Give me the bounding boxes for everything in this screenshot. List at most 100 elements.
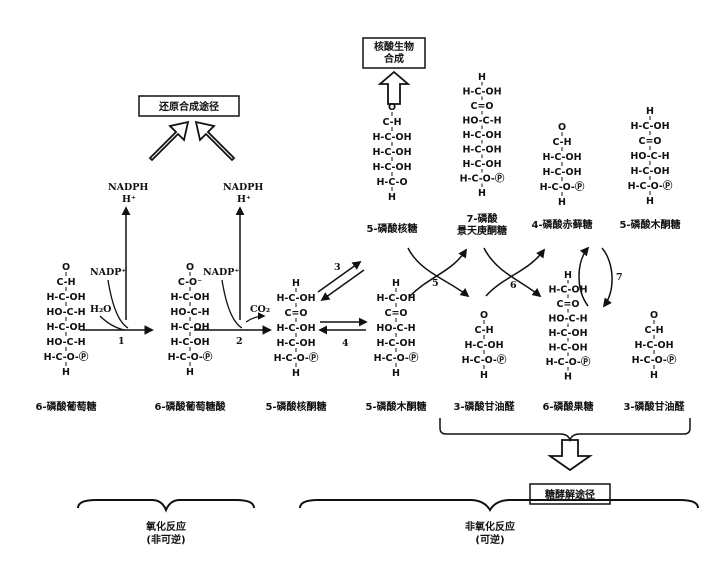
oxidative-phase-label: 氧化反应	[145, 520, 186, 533]
structure-row: C-H	[382, 117, 401, 128]
structure-row: H-C-OH	[462, 87, 501, 98]
structure-row: H-C-OH	[462, 145, 501, 156]
co2-arrow	[245, 312, 266, 323]
structure-row: H-C-OH	[372, 132, 411, 143]
h2o-arrow	[99, 315, 125, 331]
reaction-7-arrow-b	[578, 246, 590, 307]
structure-row: H-C-OH	[170, 337, 209, 348]
structure-row: H-C-O-Ⓟ	[168, 351, 213, 363]
step-4-label: 4	[342, 338, 349, 349]
h-left-label: H⁺	[122, 194, 136, 205]
reaction-7-arrow-a	[601, 247, 613, 308]
structure-row: H-C-O	[376, 177, 407, 188]
structure-row: H-C-OH	[548, 285, 587, 296]
compound-r5p-label: 5-磷酸核糖	[366, 222, 417, 235]
h2o-label: H₂O	[90, 304, 111, 315]
nadp-left-label: NADP⁺	[90, 267, 126, 278]
structure-row: HO-C-H	[46, 337, 85, 348]
structure-row: H-C-OH	[462, 130, 501, 141]
structure-r5p: OC-HH-C-OHH-C-OHH-C-OHH-C-OH	[372, 102, 411, 203]
structure-g3p-b: OC-HH-C-OHH-C-O-ⓅH	[632, 310, 677, 381]
structure-g3p-a: OC-HH-C-OHH-C-O-ⓅH	[462, 310, 507, 381]
structure-row: H	[62, 367, 70, 378]
hollow-arrow-left-icon	[148, 120, 190, 162]
structure-row: O	[480, 310, 488, 321]
structure-row: HO-C-H	[462, 116, 501, 127]
compound-e4p-label: 4-磷酸赤藓糖	[531, 218, 592, 231]
structure-row: HO-C-H	[46, 307, 85, 318]
structure-row: H-C-O-Ⓟ	[462, 354, 507, 366]
compound-g6p-label: 6-磷酸葡萄糖	[35, 400, 96, 413]
step-5-label: 5	[432, 278, 439, 289]
structure-row: H	[292, 278, 300, 289]
step-6-label: 6	[510, 280, 517, 291]
reaction-5-arrow-b	[409, 248, 467, 297]
compound-s7p-label-1: 7-磷酸	[466, 212, 498, 225]
structure-row: H	[480, 370, 488, 381]
structure-row: H	[478, 188, 486, 199]
structure-f6p: HH-C-OHC=OHO-C-HH-C-OHH-C-OHH-C-O-ⓅH	[546, 270, 591, 383]
step-3-label: 3	[334, 262, 341, 273]
hollow-arrow-up-icon	[377, 70, 411, 105]
step-2-label: 2	[236, 336, 243, 347]
structure-row: H-C-OH	[376, 293, 415, 304]
structure-row: O	[388, 102, 396, 113]
compound-pgluconate-label: 6-磷酸葡萄糖酸	[154, 400, 226, 413]
structure-row: H	[558, 197, 566, 208]
reaction-3-reverse-arrow	[320, 269, 365, 302]
structure-row: H	[650, 370, 658, 381]
nadph-right-label: NADPH	[223, 182, 263, 193]
compound-xu5p-label: 5-磷酸木酮糖	[365, 400, 426, 413]
structure-row: O	[186, 262, 194, 273]
structure-row: C-O⁻	[178, 277, 202, 288]
nucleic-synthesis-label-2: 合成	[383, 52, 404, 65]
structure-row: O	[650, 310, 658, 321]
structure-row: HO-C-H	[170, 307, 209, 318]
structure-row: H	[564, 270, 572, 281]
structure-row: H-C-OH	[376, 338, 415, 349]
structure-s7p: HH-C-OHC=OHO-C-HH-C-OHH-C-OHH-C-OHH-C-O-…	[460, 72, 505, 199]
structure-row: H-C-OH	[634, 340, 673, 351]
structure-row: HO-C-H	[630, 151, 669, 162]
structure-row: O	[558, 122, 566, 133]
structure-row: H-C-OH	[170, 322, 209, 333]
structure-row: H-C-OH	[276, 338, 315, 349]
structure-row: H-C-OH	[542, 167, 581, 178]
structure-row: H	[564, 372, 572, 383]
structure-row: C=O	[470, 101, 493, 112]
structure-row: H-C-O-Ⓟ	[632, 354, 677, 366]
nonoxidative-phase-label: 非氧化反应	[465, 520, 515, 533]
structure-row: C=O	[556, 299, 579, 310]
structure-row: H-C-OH	[630, 121, 669, 132]
reaction-6-arrow-b	[485, 248, 546, 297]
compound-g3p-a-label: 3-磷酸甘油醛	[453, 400, 515, 413]
structure-row: H-C-OH	[46, 292, 85, 303]
nonoxidative-phase-sublabel: (可逆)	[475, 533, 504, 546]
hollow-arrow-down-icon	[547, 439, 593, 472]
structure-row: C=O	[638, 136, 661, 147]
structure-row: H-C-OH	[462, 159, 501, 170]
structure-row: H-C-OH	[548, 343, 587, 354]
reaction-3-forward-arrow	[317, 260, 362, 293]
compound-ru5p-label: 5-磷酸核酮糖	[265, 400, 326, 413]
nucleic-synthesis-label-1: 核酸生物	[374, 40, 414, 53]
structure-row: H-C-OH	[276, 293, 315, 304]
structure-e4p: OC-HH-C-OHH-C-OHH-C-O-ⓅH	[540, 122, 585, 208]
structure-row: C-H	[552, 137, 571, 148]
oxidative-phase-sublabel: (非可逆)	[146, 533, 185, 546]
structure-row: HO-C-H	[376, 323, 415, 334]
reaction-6-arrow-a	[483, 247, 542, 298]
structure-row: H-C-O-Ⓟ	[44, 351, 89, 363]
structure-row: H-C-OH	[372, 162, 411, 173]
structure-row: H-C-OH	[170, 292, 209, 303]
nadph-left-label: NADPH	[108, 182, 148, 193]
structure-row: H-C-OH	[372, 147, 411, 158]
nadp-right-arrow	[221, 279, 243, 329]
hollow-arrow-right-icon	[194, 120, 236, 162]
structure-row: H-C-O-Ⓟ	[274, 352, 319, 364]
structure-row: H	[388, 192, 396, 203]
structure-row: H-C-OH	[548, 328, 587, 339]
structure-row: H-C-O-Ⓟ	[628, 180, 673, 192]
structure-row: H	[392, 278, 400, 289]
